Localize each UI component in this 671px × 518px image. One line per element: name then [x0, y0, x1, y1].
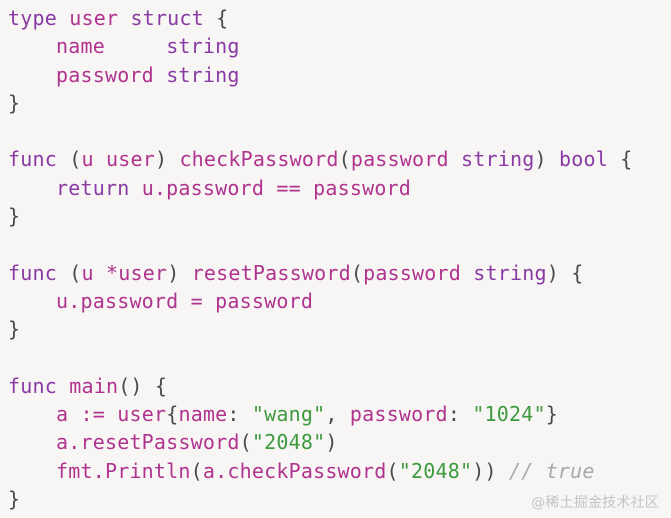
field-type: string	[166, 62, 240, 87]
code-line-8: }	[8, 204, 21, 229]
return-type: bool	[558, 147, 608, 172]
field-name: password	[56, 62, 154, 87]
receiver-type: user	[105, 147, 155, 172]
code-line-14: func main() {	[8, 373, 168, 398]
receiver-type: *user	[105, 260, 168, 285]
param-type: string	[473, 260, 547, 285]
open-brace: {	[216, 6, 229, 30]
field-name: name	[56, 34, 105, 59]
code-line-4: }	[8, 89, 671, 117]
string-literal: "wang"	[251, 402, 326, 427]
code-line-9-blank	[8, 230, 671, 258]
keyword-return: return	[56, 175, 130, 200]
param-name: password	[350, 147, 449, 172]
code-line-5-blank	[8, 117, 671, 145]
keyword-type: type	[8, 6, 57, 30]
receiver-var: u	[81, 147, 94, 172]
code-line-3: password string	[8, 61, 671, 89]
close-brace: }	[8, 90, 21, 115]
code-line-15: a := user{name: "wang", password: "1024"…	[56, 402, 559, 427]
code-line-18: }	[8, 487, 21, 512]
code-line-11: u.password = password	[56, 288, 314, 313]
operator-assign: =	[190, 288, 203, 313]
string-literal: "1024"	[472, 402, 546, 427]
string-literal: "2048"	[251, 430, 326, 455]
keyword-func: func	[8, 373, 57, 398]
field-type: string	[166, 34, 240, 59]
code-comment: // true	[508, 458, 595, 483]
string-literal: "2048"	[398, 458, 473, 483]
code-line-7: return u.password == password	[56, 175, 412, 200]
struct-name: user	[69, 6, 119, 30]
receiver-var: u	[81, 260, 94, 285]
code-line-13-blank	[8, 344, 671, 372]
code-line-16: a.resetPassword("2048")	[56, 430, 338, 455]
function-name: resetPassword	[191, 260, 351, 285]
watermark: @稀土掘金技术社区	[531, 495, 659, 511]
param-type: string	[461, 147, 535, 172]
keyword-struct: struct	[130, 6, 204, 30]
operator-declare: :=	[80, 402, 105, 427]
keyword-func: func	[8, 147, 57, 172]
code-line-10: func (u *user) resetPassword(password st…	[8, 260, 584, 285]
function-name: main	[69, 373, 119, 398]
operator-equals: ==	[276, 175, 301, 200]
function-name: checkPassword	[179, 147, 339, 172]
code-line-1: type user struct {	[8, 4, 671, 32]
code-line-12: }	[8, 317, 21, 342]
code-line-17: fmt.Println(a.checkPassword("2048")) // …	[56, 458, 595, 483]
param-name: password	[363, 260, 462, 285]
keyword-func: func	[8, 260, 57, 285]
code-line-6: func (u user) checkPassword(password str…	[8, 147, 633, 172]
code-line-2: name string	[8, 32, 671, 60]
